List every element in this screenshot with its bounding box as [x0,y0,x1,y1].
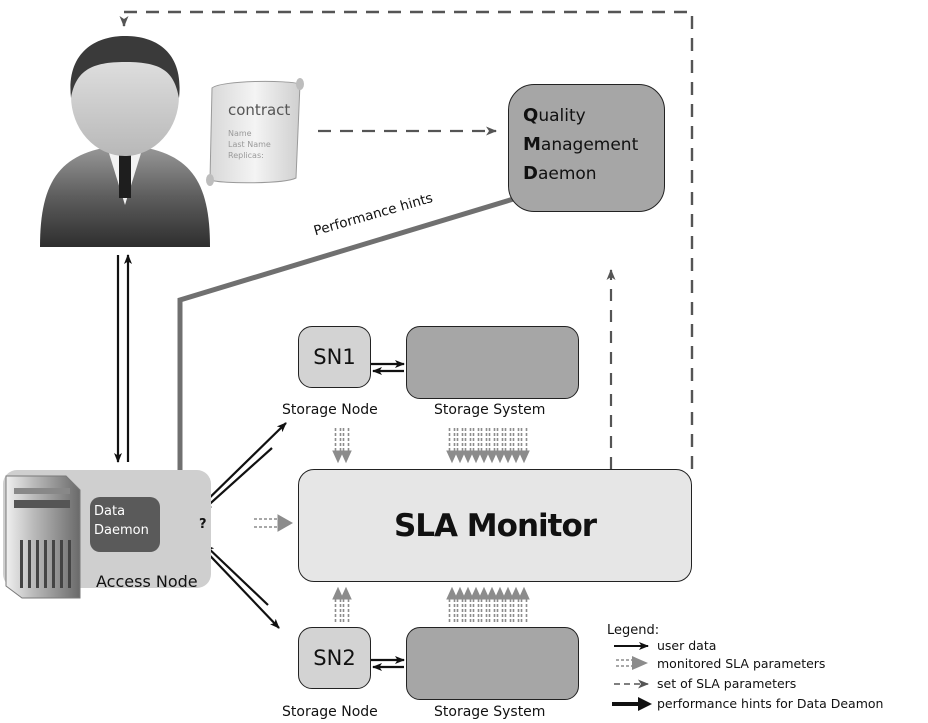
contract-field-name: Name [228,129,252,138]
sla-monitor-box: SLA Monitor [298,469,692,582]
storage-system-top [406,326,579,399]
contract-field-last-name: Last Name [228,140,271,149]
storage-system-caption-bottom: Storage System [434,704,546,720]
access-node-caption: Access Node [96,572,198,591]
qmd-line-quality: Quality [523,105,586,126]
monitored-sla-arrows [254,428,530,622]
sn1-storage-arrows [371,360,405,375]
storage-node-caption-bottom: Storage Node [282,704,378,720]
storage-node-sn2: SN2 [298,627,371,689]
storage-node-sn1: SN1 [298,326,371,388]
contract-field-replicas: Replicas: [228,151,264,160]
quality-management-daemon-box: Quality Management Daemon [508,84,665,212]
storage-node-caption-top: Storage Node [282,402,378,418]
data-daemon-label-line1: Data [94,504,126,519]
routing-question-mark: ? [199,517,207,532]
performance-hints-line [177,194,521,492]
legend-item-user-data: user data [657,638,717,653]
user-icon [40,36,210,247]
qmd-line-daemon: Daemon [523,163,597,184]
qmd-line-management: Management [523,134,639,155]
data-daemon-label-line2: Daemon [94,523,149,538]
legend-item-performance-hints: performance hints for Data Deamon [657,696,884,711]
sla-feedback-dashed-line [119,10,694,469]
data-daemon-box: Data Daemon [90,497,160,552]
legend-title: Legend: [607,623,660,638]
storage-system-caption-top: Storage System [434,402,546,418]
sn2-storage-arrows [371,656,405,671]
legend-item-monitored-sla: monitored SLA parameters [657,656,826,671]
contract-title: contract [228,101,291,119]
contract-scroll-icon [206,78,304,186]
sla-monitor-title: SLA Monitor [393,507,597,544]
user-access-node-arrows [114,254,132,463]
legend-symbols [612,642,652,711]
legend-item-set-of-sla: set of SLA parameters [657,676,797,691]
storage-system-bottom [406,627,579,700]
